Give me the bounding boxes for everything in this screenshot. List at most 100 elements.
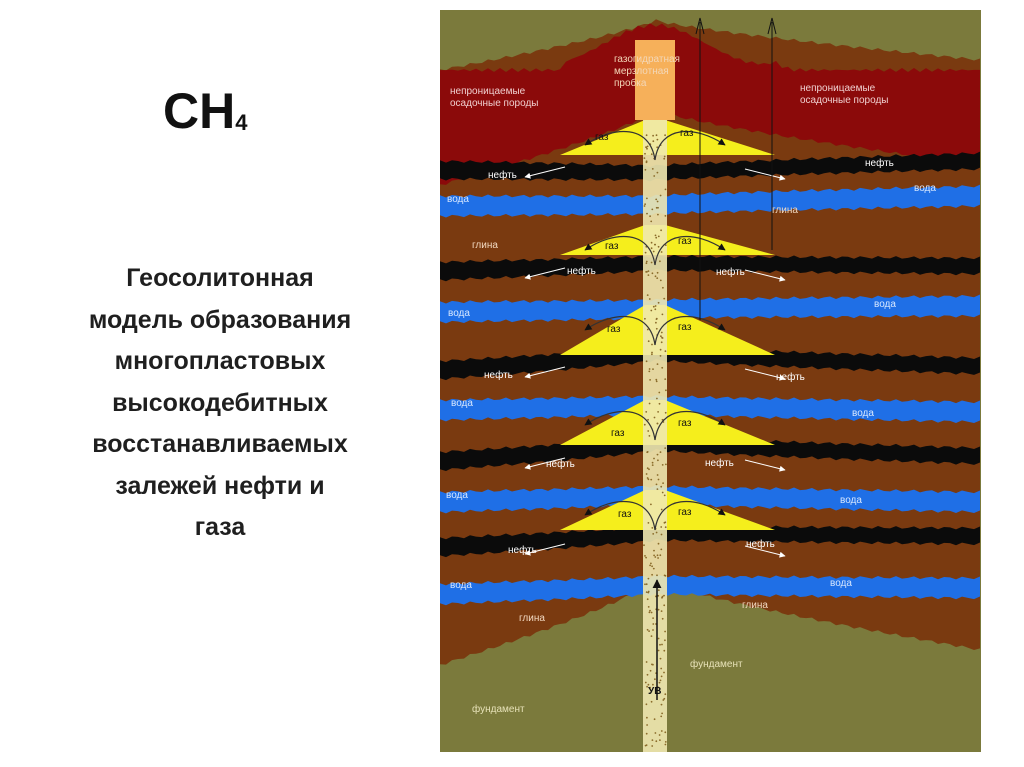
- channel-grain: [651, 527, 653, 529]
- gas-label-3b: газ: [678, 322, 692, 333]
- basement-label-2: фундамент: [472, 703, 525, 715]
- channel-grain: [660, 658, 662, 660]
- water-label-4a: вода: [446, 490, 468, 501]
- clay-label-2: глина: [472, 240, 498, 251]
- channel-grain: [649, 379, 651, 381]
- channel-grain: [658, 589, 660, 591]
- channel-grain: [646, 591, 648, 593]
- channel-grain: [644, 583, 646, 585]
- channel-grain: [661, 332, 663, 334]
- channel-grain: [661, 730, 663, 732]
- channel-grain: [658, 479, 660, 481]
- channel-grain: [646, 703, 648, 705]
- channel-grain: [656, 207, 658, 209]
- channel-grain: [658, 650, 660, 652]
- channel-grain: [659, 739, 661, 741]
- channel-grain: [665, 389, 667, 391]
- sediment-left-label-2: осадочные породы: [450, 98, 538, 109]
- channel-grain: [662, 618, 664, 620]
- channel-grain: [644, 203, 646, 205]
- channel-grain: [656, 381, 658, 383]
- channel-grain: [646, 733, 648, 735]
- channel-grain: [657, 488, 659, 490]
- channel-grain: [646, 473, 648, 475]
- channel-grain: [649, 298, 651, 300]
- channel-grain: [651, 262, 653, 264]
- channel-grain: [645, 146, 647, 148]
- channel-grain: [657, 214, 659, 216]
- channel-grain: [652, 739, 654, 741]
- channel-grain: [647, 294, 649, 296]
- channel-grain: [651, 612, 653, 614]
- channel-grain: [648, 274, 650, 276]
- channel-grain: [663, 595, 665, 597]
- channel-grain: [655, 305, 657, 307]
- gas-label-1a: газ: [595, 132, 609, 143]
- channel-grain: [646, 198, 648, 200]
- channel-grain: [654, 417, 656, 419]
- channel-grain: [651, 635, 653, 637]
- channel-grain: [661, 610, 663, 612]
- channel-grain: [646, 360, 648, 362]
- channel-grain: [651, 574, 653, 576]
- water-label-5b: вода: [830, 578, 852, 589]
- oil-label-4b: нефть: [705, 457, 734, 469]
- channel-grain: [655, 237, 657, 239]
- sediment-left-label-1: непроницаемые: [450, 86, 526, 97]
- channel-grain: [648, 340, 650, 342]
- channel-grain: [661, 713, 663, 715]
- channel-grain: [657, 272, 659, 274]
- channel-grain: [652, 664, 654, 666]
- channel-grain: [644, 153, 646, 155]
- channel-grain: [651, 344, 653, 346]
- channel-grain: [645, 745, 647, 747]
- channel-grain: [660, 335, 662, 337]
- channel-grain: [650, 670, 652, 672]
- channel-grain: [648, 578, 650, 580]
- channel-grain: [649, 612, 651, 614]
- channel-grain: [651, 247, 653, 249]
- oil-label-5a: нефть: [508, 544, 537, 556]
- channel-grain: [660, 716, 662, 718]
- channel-grain: [648, 522, 650, 524]
- channel-grain: [655, 322, 657, 324]
- gas-label-2b: газ: [678, 236, 692, 247]
- channel-grain: [646, 724, 648, 726]
- channel-grain: [655, 235, 657, 237]
- channel-grain: [652, 623, 654, 625]
- channel-grain: [653, 550, 655, 552]
- channel-grain: [652, 464, 654, 466]
- channel-grain: [654, 678, 656, 680]
- channel-grain: [660, 280, 662, 282]
- channel-grain: [661, 367, 663, 369]
- channel-grain: [647, 146, 649, 148]
- channel-grain: [652, 617, 654, 619]
- channel-grain: [661, 251, 663, 253]
- channel-grain: [665, 526, 667, 528]
- channel-grain: [660, 349, 662, 351]
- channel-grain: [660, 451, 662, 453]
- channel-grain: [657, 172, 659, 174]
- channel-grain: [649, 435, 651, 437]
- channel-grain: [659, 260, 661, 262]
- channel-grain: [665, 350, 667, 352]
- channel-grain: [646, 661, 648, 663]
- channel-grain: [662, 314, 664, 316]
- channel-grain: [645, 252, 647, 254]
- channel-grain: [657, 139, 659, 141]
- channel-grain: [652, 533, 654, 535]
- channel-grain: [653, 175, 655, 177]
- channel-grain: [651, 352, 653, 354]
- channel-grain: [652, 368, 654, 370]
- channel-grain: [651, 209, 653, 211]
- channel-grain: [650, 221, 652, 223]
- channel-grain: [649, 565, 651, 567]
- channel-grain: [656, 134, 658, 136]
- water-label-2a: вода: [448, 308, 470, 319]
- channel-grain: [652, 168, 654, 170]
- channel-grain: [650, 504, 652, 506]
- oil-label-3b: нефть: [776, 371, 805, 383]
- channel-grain: [662, 699, 664, 701]
- oil-label-1a: нефть: [488, 169, 517, 181]
